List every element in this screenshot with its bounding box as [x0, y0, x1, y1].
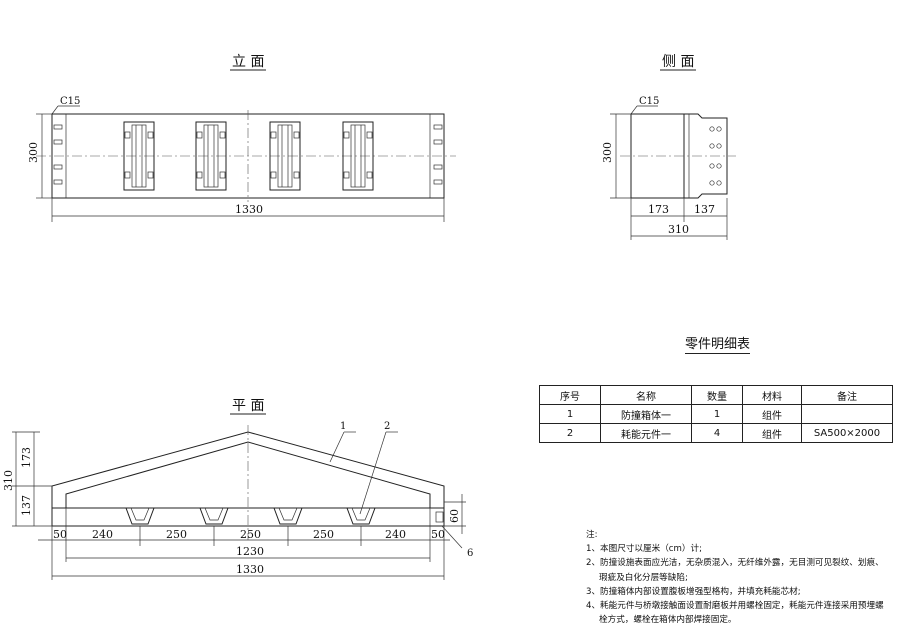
plan-segment-2: 240: [92, 528, 113, 541]
side-body-right: [684, 113, 728, 199]
plan-segment-1: 50: [53, 528, 67, 541]
note-item: 栓方式，螺栓在箱体内部焊接固定。: [599, 615, 737, 626]
plan-base: [51, 507, 445, 527]
side-concrete-label: C15: [639, 96, 659, 107]
callout-2: 2: [384, 421, 390, 432]
header-index: 序号: [539, 385, 601, 405]
cell-remark: SA500×2000: [801, 423, 893, 443]
plan-view: 平 面 1 2 6 310 1: [2, 398, 473, 580]
elevation-view: 立 面 C15: [27, 54, 456, 222]
plan-dim-total-height: 310: [2, 470, 15, 491]
header-remark: 备注: [801, 385, 893, 405]
side-dim-left: 173: [648, 203, 669, 216]
note-item: 4、耗能元件与桥墩接触面设置耐磨板并用螺栓固定，耗能元件连接采用预埋螺: [586, 601, 884, 612]
header-name: 名称: [600, 385, 692, 405]
cell-qty: 1: [691, 404, 743, 424]
side-dim-total: 310: [668, 223, 689, 236]
header-qty: 数量: [691, 385, 743, 405]
plan-inner-outline: [65, 441, 431, 508]
callout-6-leader: [441, 525, 463, 549]
plan-dim-1330: 1330: [236, 563, 264, 576]
note-item: 瑕疵及白化分层等缺陷;: [599, 572, 688, 583]
plan-segment-7: 50: [431, 528, 445, 541]
parts-table-header: 序号 名称 数量 材料 备注: [539, 385, 893, 405]
plan-segment-4: 250: [240, 528, 261, 541]
plan-dim-1230: 1230: [236, 545, 264, 558]
elevation-leader-tick: [51, 105, 59, 115]
table-row: 2 耗能元件一 4 组件 SA500×2000: [539, 423, 893, 443]
plan-dim-bottom: 137: [20, 495, 33, 516]
side-height-dim: 300: [601, 142, 614, 163]
note-item: 2、防撞设施表面应光洁，无杂质混入，无纤维外露，无目测可见裂纹、划痕、: [586, 558, 884, 569]
elevation-height-dim: 300: [27, 142, 40, 163]
header-material: 材料: [742, 385, 802, 405]
callout-1-leader: [329, 431, 345, 463]
plan-right-bolt: [435, 511, 444, 523]
callout-2-leader: [359, 431, 387, 515]
plan-segment-5: 250: [313, 528, 334, 541]
plan-dim-top: 173: [20, 447, 33, 468]
cell-index: 1: [539, 404, 601, 424]
side-title: 侧 面: [662, 54, 694, 70]
cell-name: 耗能元件一: [600, 423, 692, 443]
callout-6: 6: [467, 548, 473, 559]
side-dim-right: 137: [694, 203, 715, 216]
table-row: 1 防撞箱体一 1 组件: [539, 404, 893, 424]
cell-material: 组件: [742, 423, 802, 443]
cell-material: 组件: [742, 404, 802, 424]
side-bolts: [709, 126, 722, 186]
plan-title: 平 面: [232, 398, 264, 414]
plan-segment-6: 240: [385, 528, 406, 541]
elevation-concrete-label: C15: [60, 96, 80, 107]
cell-remark: [801, 404, 893, 424]
elevation-title: 立 面: [232, 54, 264, 70]
cell-qty: 4: [691, 423, 743, 443]
plan-energy-elements: [125, 507, 376, 525]
note-item: 3、防撞箱体内部设置腹板增强型格构，并填充耗能芯材;: [586, 586, 801, 597]
cell-index: 2: [539, 423, 601, 443]
elevation-end-bolts: [53, 124, 443, 185]
plan-segment-3: 250: [166, 528, 187, 541]
notes-heading: 注:: [586, 530, 598, 540]
cell-name: 防撞箱体一: [600, 404, 692, 424]
parts-table-title: 零件明细表: [685, 333, 751, 354]
note-item: 1、本图尺寸以厘米（cm）计;: [586, 544, 702, 555]
elevation-energy-elements: [123, 121, 374, 191]
callout-1: 1: [340, 421, 346, 432]
parts-table: 序号 名称 数量 材料 备注 1 防撞箱体一 1 组件 2 耗能元件一 4 组件…: [539, 385, 893, 443]
notes: 注: 1、本图尺寸以厘米（cm）计; 2、防撞设施表面应光洁，无杂质混入，无纤维…: [586, 528, 891, 627]
elevation-length-dim: 1330: [235, 203, 263, 216]
side-leader-tick: [630, 105, 638, 115]
plan-dim-60: 60: [448, 509, 461, 523]
plan-segment-ticks: [51, 526, 445, 580]
side-view: 侧 面 C15 300 173 137 310: [601, 54, 736, 240]
